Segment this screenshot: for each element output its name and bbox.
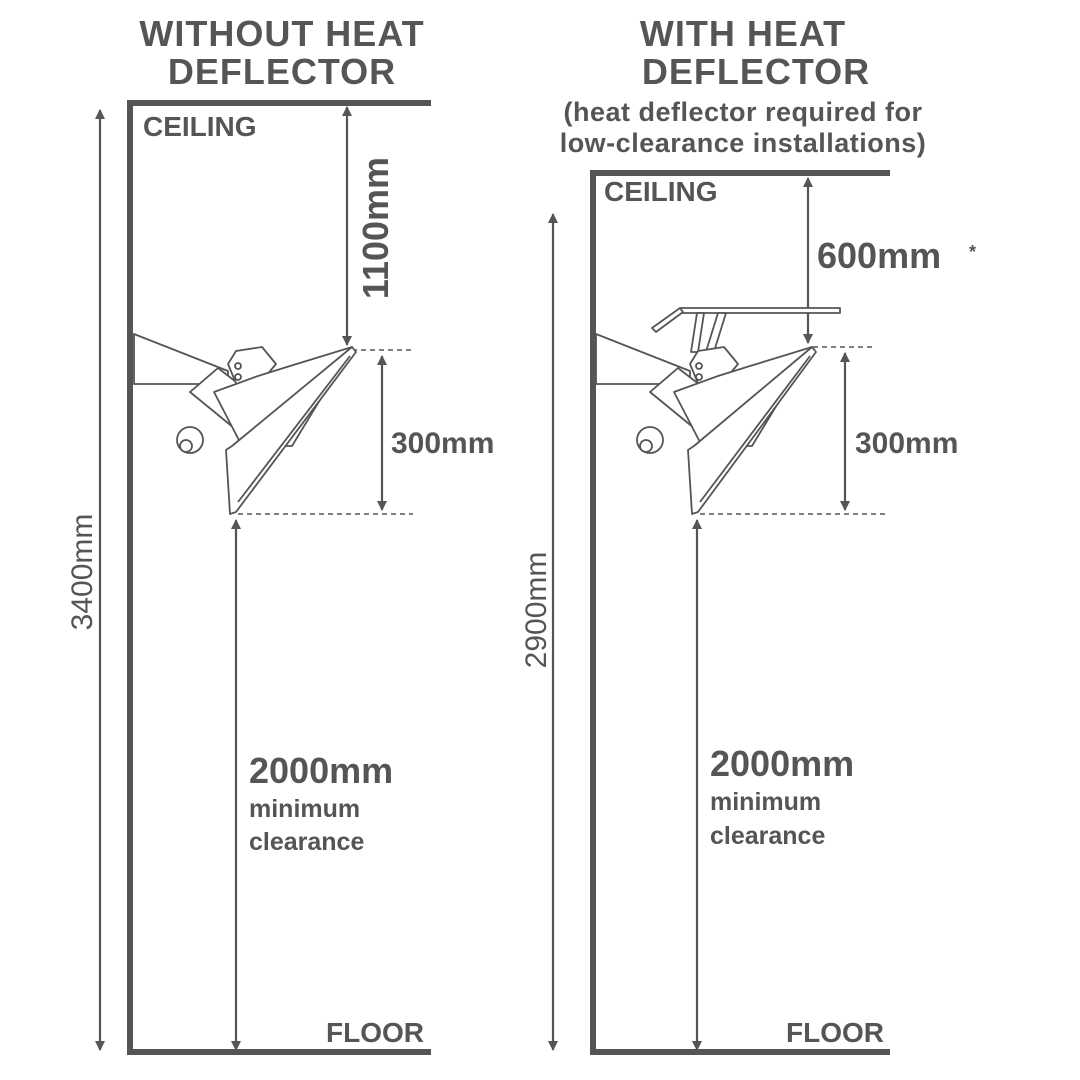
right-total-height-label: 2900mm (520, 552, 553, 669)
left-floor-label: FLOOR (326, 1017, 424, 1048)
left-heater-panel-edge (237, 355, 351, 503)
right-mount-bolt-2 (695, 373, 703, 381)
left-title-line1: WITHOUT HEAT (139, 13, 424, 54)
right-heater-height-label: 300mm (855, 427, 958, 460)
left-room-outline (127, 100, 431, 1055)
left-ceiling-label: CEILING (143, 111, 257, 142)
right-heater-illustration (595, 307, 841, 515)
left-mount-bolt-2 (234, 373, 242, 381)
right-top-clearance-label: 600mm (817, 235, 941, 276)
right-top-clearance-asterisk: * (969, 242, 976, 262)
right-mount-bolt-1 (695, 362, 703, 370)
right-clearance-text-line2: clearance (710, 822, 825, 850)
right-note-line2: low-clearance installations) (560, 128, 927, 158)
right-heater-panel-edge (699, 355, 811, 503)
right-heater-knob-inner (639, 439, 653, 453)
right-clearance-text-line1: minimum (710, 788, 821, 816)
right-room-outline (590, 170, 890, 1055)
right-title-line1: WITH HEAT (640, 13, 846, 54)
left-heater-height-label: 300mm (391, 427, 494, 460)
left-heater-knob-inner (179, 439, 193, 453)
right-panel: WITH HEAT DEFLECTOR (heat deflector requ… (520, 13, 976, 1055)
right-heater-panel (687, 346, 817, 515)
right-deflector-arm-1 (690, 312, 705, 353)
right-floor-label: FLOOR (786, 1017, 884, 1048)
left-heater-illustration (133, 333, 357, 515)
left-clearance-text-line1: minimum (249, 795, 360, 823)
right-clearance-value: 2000mm (710, 743, 854, 784)
left-clearance-text-line2: clearance (249, 828, 364, 856)
left-panel: WITHOUT HEAT DEFLECTOR CEILING FLOOR 340… (66, 13, 494, 1055)
right-note-line1: (heat deflector required for (563, 97, 922, 127)
right-title-line2: DEFLECTOR (642, 51, 870, 92)
right-ceiling-label: CEILING (604, 176, 718, 207)
left-title-line2: DEFLECTOR (168, 51, 396, 92)
left-heater-panel (225, 346, 357, 515)
left-clearance-value: 2000mm (249, 750, 393, 791)
right-deflector-lip (651, 307, 684, 333)
left-total-height-label: 3400mm (66, 514, 99, 631)
left-mount-bolt-1 (234, 362, 242, 370)
left-top-clearance-label: 1100mm (355, 157, 396, 299)
